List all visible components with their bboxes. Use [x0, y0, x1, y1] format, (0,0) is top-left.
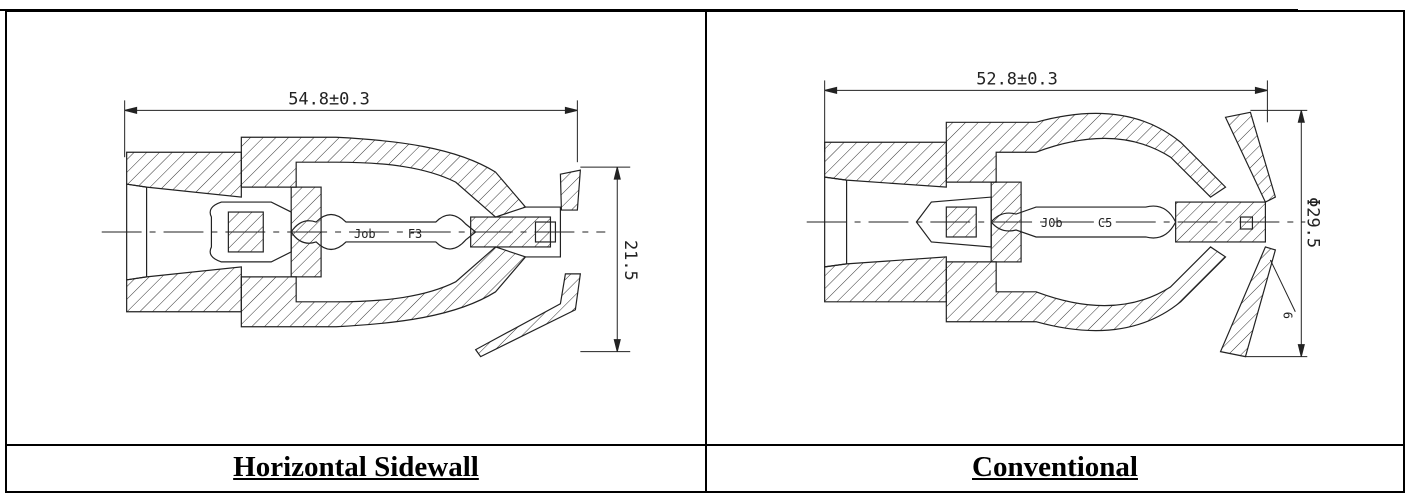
- bulb-text-2: C5: [1098, 216, 1112, 230]
- seat-plug: [209, 201, 292, 263]
- bulb-text-1: Job: [354, 227, 376, 241]
- seat-plug: [915, 196, 992, 248]
- inlet-body: [824, 141, 947, 303]
- length-dimension: [824, 80, 1268, 153]
- horizontal-sidewall-drawing-cell: 54.8±0.3: [5, 10, 707, 446]
- load-screw: [1175, 201, 1266, 243]
- small-label: 6: [1280, 312, 1294, 319]
- inlet-body: [126, 151, 242, 313]
- length-label: 52.8±0.3: [976, 68, 1058, 88]
- horizontal-sidewall-caption-cell: Horizontal Sidewall: [5, 444, 707, 493]
- bulb-text-1: J0b: [1041, 216, 1063, 230]
- load-screw: [470, 216, 557, 248]
- frame-body: [945, 112, 1227, 332]
- conventional-drawing: 52.8±0.3: [806, 68, 1323, 358]
- frame-body: [240, 136, 527, 328]
- conventional-caption-cell: Conventional: [705, 444, 1405, 493]
- height-dimension: [580, 166, 631, 353]
- top-rule-line: [0, 9, 1298, 11]
- length-dimension: [124, 100, 578, 163]
- sprinkler-drawing-table: 54.8±0.3: [5, 10, 1405, 493]
- diameter-dimension: [1245, 109, 1308, 358]
- horizontal-sidewall-drawing: 54.8±0.3: [101, 88, 641, 358]
- deflector: [474, 169, 582, 358]
- bulb-text-2: F3: [408, 227, 422, 241]
- height-label: 21.5: [621, 240, 641, 281]
- conventional-caption: Conventional: [972, 451, 1138, 483]
- conventional-drawing-cell: 52.8±0.3: [705, 10, 1405, 446]
- length-label: 54.8±0.3: [288, 88, 370, 108]
- diameter-label: Φ29.5: [1303, 197, 1323, 248]
- horizontal-sidewall-caption: Horizontal Sidewall: [233, 451, 479, 483]
